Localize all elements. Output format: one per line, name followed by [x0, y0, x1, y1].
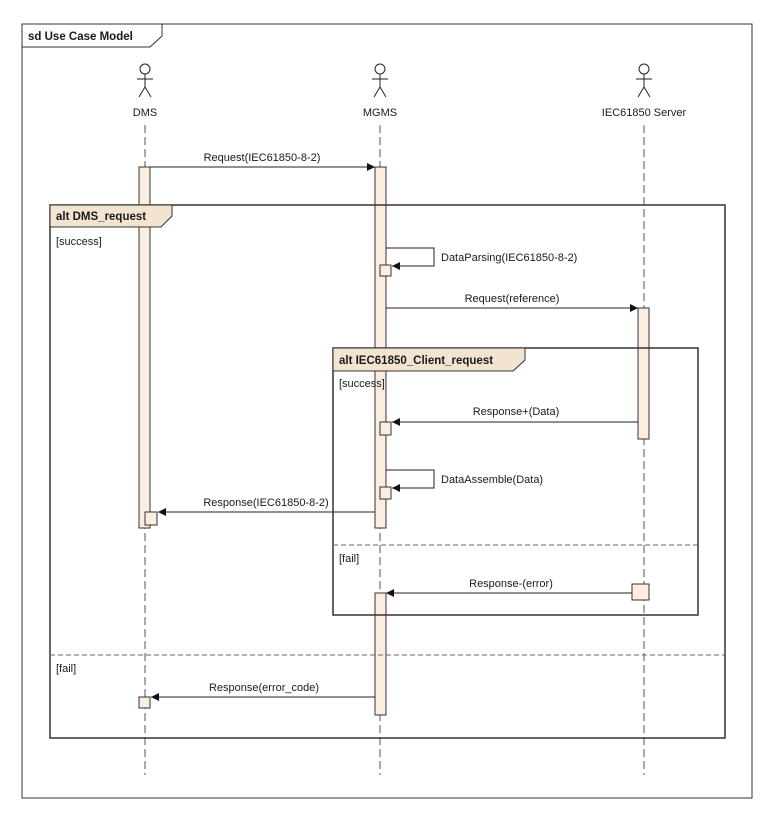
- actor-dms-label: DMS: [133, 107, 157, 119]
- activation-mgms-assemble: [379, 486, 392, 500]
- message-dataparsing-label: DataParsing(IEC61850-8-2): [441, 252, 577, 264]
- activation-mgms-fail: [374, 592, 387, 716]
- diagram-title-tab: [21, 23, 163, 48]
- alt-dms-request-guard-fail: [fail]: [56, 663, 76, 675]
- alt-dms-request-guard-success: [success]: [56, 236, 102, 248]
- activation-dms-response: [144, 511, 158, 526]
- message-response-error-label: Response-(error): [469, 578, 553, 590]
- alt-dms-request-tab: [49, 204, 173, 228]
- message-dataparsing: [386, 247, 435, 270]
- actor-dms-icon: [137, 63, 153, 98]
- alt-client-request-guard-success: [success]: [339, 378, 385, 390]
- activation-server: [637, 307, 650, 440]
- actor-iec-server-icon: [636, 63, 652, 98]
- actor-mgms-icon: [372, 63, 388, 98]
- message-request-reference-label: Request(reference): [465, 293, 560, 305]
- activation-server-error: [631, 583, 650, 601]
- diagram-frame: [21, 23, 753, 799]
- alt-client-request-label: alt IEC61850_Client_request: [339, 355, 493, 367]
- alt-client-request-tab: [332, 347, 526, 372]
- message-dataassemble-label: DataAssemble(Data): [441, 474, 543, 486]
- diagram-title: sd Use Case Model: [28, 31, 133, 43]
- message-response-error-code-label: Response(error_code): [209, 682, 319, 694]
- alt-frame-dms-request: [49, 204, 726, 739]
- message-response-iec-label: Response(IEC61850-8-2): [203, 497, 328, 509]
- message-request-iec-label: Request(IEC61850-8-2): [204, 152, 321, 164]
- activation-dms: [138, 166, 151, 529]
- message-dataassemble: [386, 469, 435, 492]
- activation-mgms-parsing: [379, 264, 392, 277]
- activation-mgms-response: [379, 421, 392, 436]
- alt-dms-request-label: alt DMS_request: [56, 211, 146, 223]
- message-response-plus-label: Response+(Data): [473, 406, 560, 418]
- alt-client-request-guard-fail: [fail]: [339, 553, 359, 565]
- activation-dms-error: [138, 696, 151, 709]
- actor-iec-server-label: IEC61850 Server: [602, 107, 687, 119]
- actor-mgms-label: MGMS: [363, 107, 397, 119]
